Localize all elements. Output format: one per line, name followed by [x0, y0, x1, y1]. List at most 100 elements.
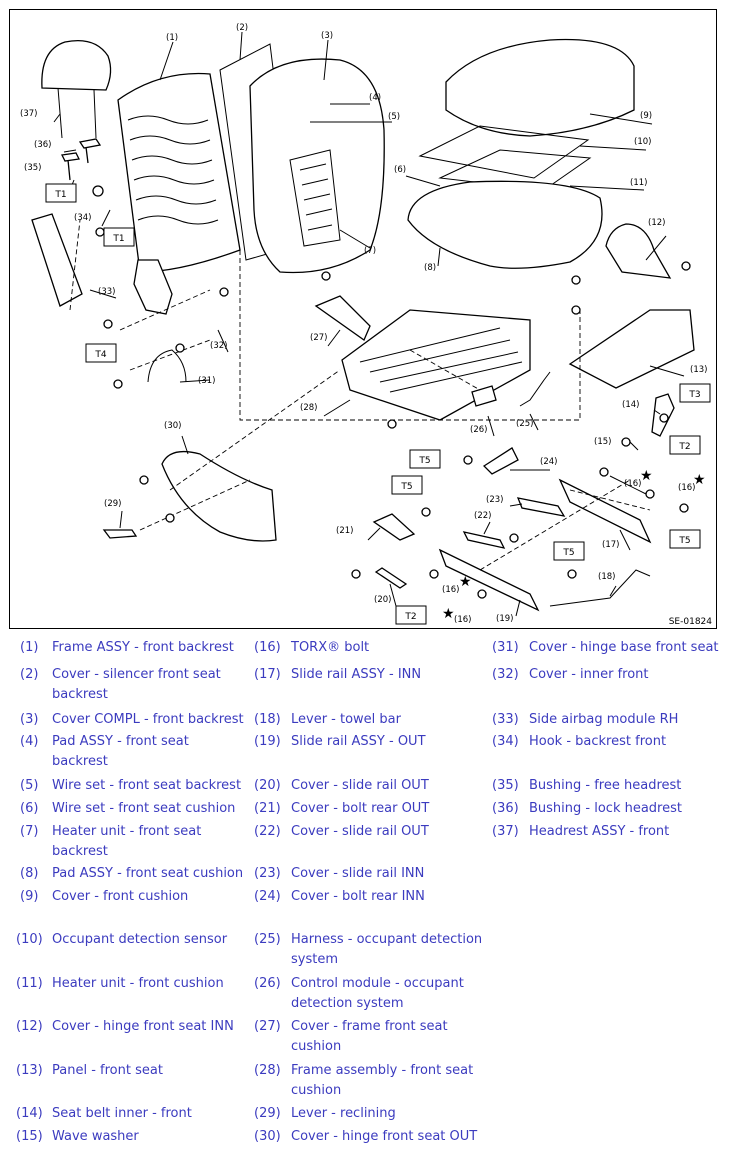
- callout-31: (31): [198, 376, 215, 386]
- callout-16b: (16): [678, 483, 695, 493]
- legend-num: (27): [254, 1019, 281, 1034]
- callout-28: (28): [300, 403, 317, 413]
- legend-num: (11): [16, 976, 43, 991]
- callout-37: (37): [20, 109, 37, 119]
- diagram-labels: (1) (2) (3) (4) (5) (6) (7) (8) (9) (10)…: [20, 23, 713, 627]
- callout-23: (23): [486, 495, 503, 505]
- legend-num: (29): [254, 1106, 281, 1121]
- legend-num: (5): [20, 778, 39, 793]
- legend-name: Lever - towel bar: [291, 712, 401, 727]
- star-3: ★: [459, 574, 472, 590]
- legend-num: (30): [254, 1129, 281, 1144]
- legend-name: Wave washer: [52, 1129, 139, 1144]
- legend-num: (36): [492, 801, 519, 816]
- legend-num: (16): [254, 640, 281, 655]
- legend-num: (18): [254, 712, 281, 727]
- legend-name: Control module - occupant detection syst…: [291, 976, 464, 1011]
- legend-name: Cover - bolt rear OUT: [291, 801, 430, 816]
- legend-num: (33): [492, 712, 519, 727]
- star-1: ★: [640, 468, 653, 484]
- legend-num: (8): [20, 866, 39, 881]
- legend-name: Headrest ASSY - front: [529, 824, 670, 839]
- legend-name: Cover - frame front seat cushion: [291, 1019, 448, 1054]
- callout-36: (36): [34, 140, 51, 150]
- torque-t5c: T5: [562, 548, 574, 558]
- callout-21: (21): [336, 526, 353, 536]
- legend-name: Wire set - front seat cushion: [52, 801, 236, 816]
- legend-num: (24): [254, 889, 281, 904]
- callout-34: (34): [74, 213, 91, 223]
- legend-name: Cover - hinge front seat OUT: [291, 1129, 478, 1144]
- legend-name: Frame ASSY - front backrest: [52, 640, 234, 655]
- torque-t2a: T2: [678, 442, 690, 452]
- callout-4: (4): [369, 93, 381, 103]
- fastener-drawings: [95, 227, 691, 599]
- legend-num: (9): [20, 889, 39, 904]
- callout-13: (13): [690, 365, 707, 375]
- callout-29: (29): [104, 499, 121, 509]
- legend-name: Cover - hinge base front seat: [529, 640, 719, 655]
- legend-name: TORX® bolt: [291, 640, 370, 655]
- legend-name: Cover - silencer front seat backrest: [52, 667, 221, 702]
- legend-name: Pad ASSY - front seat backrest: [52, 734, 189, 769]
- torque-t2b: T2: [404, 612, 416, 622]
- torque-t5a: T5: [418, 456, 430, 466]
- star-2: ★: [693, 472, 706, 488]
- callout-5: (5): [388, 112, 400, 122]
- legend-name: Seat belt inner - front: [52, 1106, 192, 1121]
- callout-8: (8): [424, 263, 436, 273]
- callout-2: (2): [236, 23, 248, 33]
- legend-num: (10): [16, 932, 43, 947]
- callout-32: (32): [210, 341, 227, 351]
- legend-name: Cover - slide rail OUT: [291, 824, 429, 839]
- callout-9: (9): [640, 111, 652, 121]
- diagram-code: SE-01824: [669, 617, 713, 627]
- legend-name: Wire set - front seat backrest: [52, 778, 242, 793]
- legend-num: (32): [492, 667, 519, 682]
- callout-3: (3): [321, 31, 333, 41]
- callout-30: (30): [164, 421, 181, 431]
- legend-num: (7): [20, 824, 39, 839]
- legend-num: (21): [254, 801, 281, 816]
- callout-20: (20): [374, 595, 391, 605]
- legend-name: Side airbag module RH: [529, 712, 679, 727]
- callout-6: (6): [394, 165, 406, 175]
- callout-16c: (16): [442, 585, 459, 595]
- legend-num: (17): [254, 667, 281, 682]
- diagram-drawing: [31, 31, 695, 617]
- callout-17: (17): [602, 540, 619, 550]
- legend-num: (4): [20, 734, 39, 749]
- legend-name: Cover - inner front: [529, 667, 649, 682]
- callout-11: (11): [630, 178, 647, 188]
- torque-t1b: T1: [112, 234, 124, 244]
- torque-t1a: T1: [54, 190, 66, 200]
- legend-name: Cover COMPL - front backrest: [52, 712, 244, 727]
- legend-name: Cover - slide rail INN: [291, 866, 425, 881]
- callout-27: (27): [310, 333, 327, 343]
- legend-num: (15): [16, 1129, 43, 1144]
- legend-num: (19): [254, 734, 281, 749]
- legend-name: Heater unit - front seat backrest: [52, 824, 202, 859]
- legend-num: (37): [492, 824, 519, 839]
- legend-name: Bushing - lock headrest: [529, 801, 682, 816]
- legend-name: Frame assembly - front seat cushion: [291, 1063, 474, 1098]
- legend-num: (31): [492, 640, 519, 655]
- legend-name: Harness - occupant detection system: [291, 932, 483, 967]
- exploded-diagram: (1) (2) (3) (4) (5) (6) (7) (8) (9) (10)…: [9, 9, 717, 629]
- callout-15: (15): [594, 437, 611, 447]
- legend-name: Occupant detection sensor: [52, 932, 228, 947]
- torque-t3: T3: [688, 390, 700, 400]
- callout-1: (1): [166, 33, 178, 43]
- headrest-drawing: [41, 39, 112, 139]
- legend-num: (12): [16, 1019, 43, 1034]
- legend-name: Slide rail ASSY - INN: [291, 667, 422, 682]
- legend-name: Cover - bolt rear INN: [291, 889, 425, 904]
- legend-num: (13): [16, 1063, 43, 1078]
- callout-25: (25): [516, 419, 533, 429]
- legend-name: Cover - slide rail OUT: [291, 778, 429, 793]
- legend-name: Bushing - free headrest: [529, 778, 682, 793]
- callout-33: (33): [98, 287, 115, 297]
- callout-16d: (16): [454, 615, 471, 625]
- legend-num: (35): [492, 778, 519, 793]
- legend-num: (3): [20, 712, 39, 727]
